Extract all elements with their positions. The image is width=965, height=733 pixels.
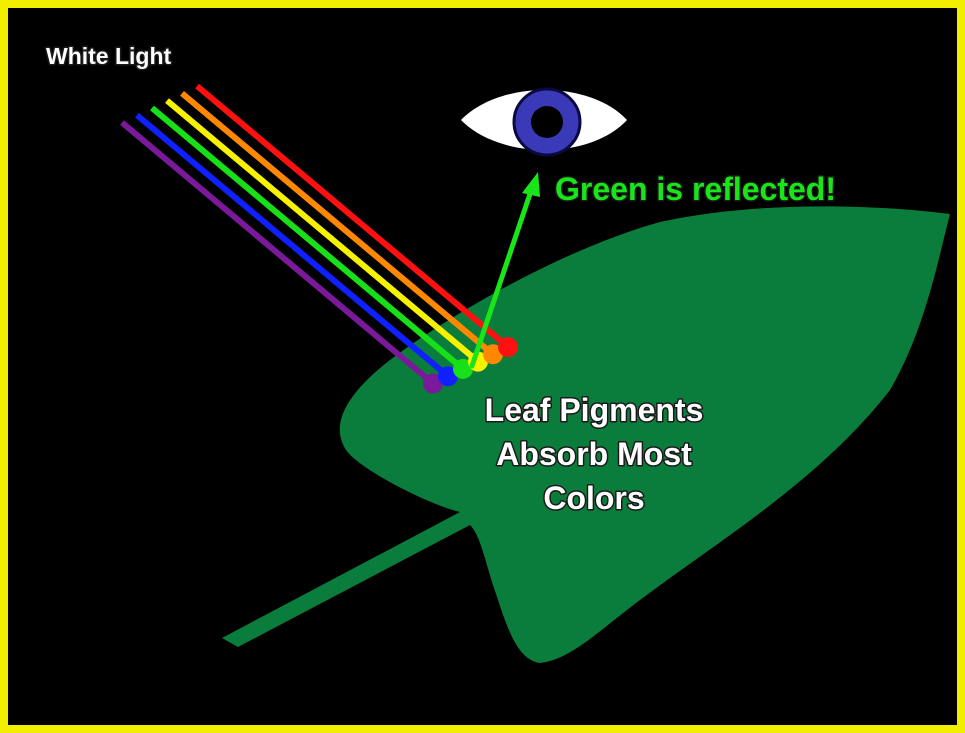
arrow-up-right-icon — [522, 172, 540, 197]
light-ray-yellow — [167, 101, 478, 362]
light-ray-endpoint-red — [498, 337, 518, 357]
light-ray-red — [197, 86, 508, 347]
eye-icon — [461, 89, 627, 155]
light-ray-orange — [182, 93, 493, 354]
white-light-label: White Light — [46, 43, 172, 69]
absorb-label-line3: Colors — [543, 480, 644, 516]
absorb-label-line2: Absorb Most — [496, 436, 692, 472]
light-ray-green — [152, 108, 463, 369]
reflected-label: Green is reflected! — [555, 171, 836, 207]
absorb-label-line1: Leaf Pigments — [485, 392, 704, 428]
light-ray-blue — [137, 115, 448, 376]
white-light-rays — [122, 86, 518, 394]
light-ray-violet — [122, 123, 433, 384]
